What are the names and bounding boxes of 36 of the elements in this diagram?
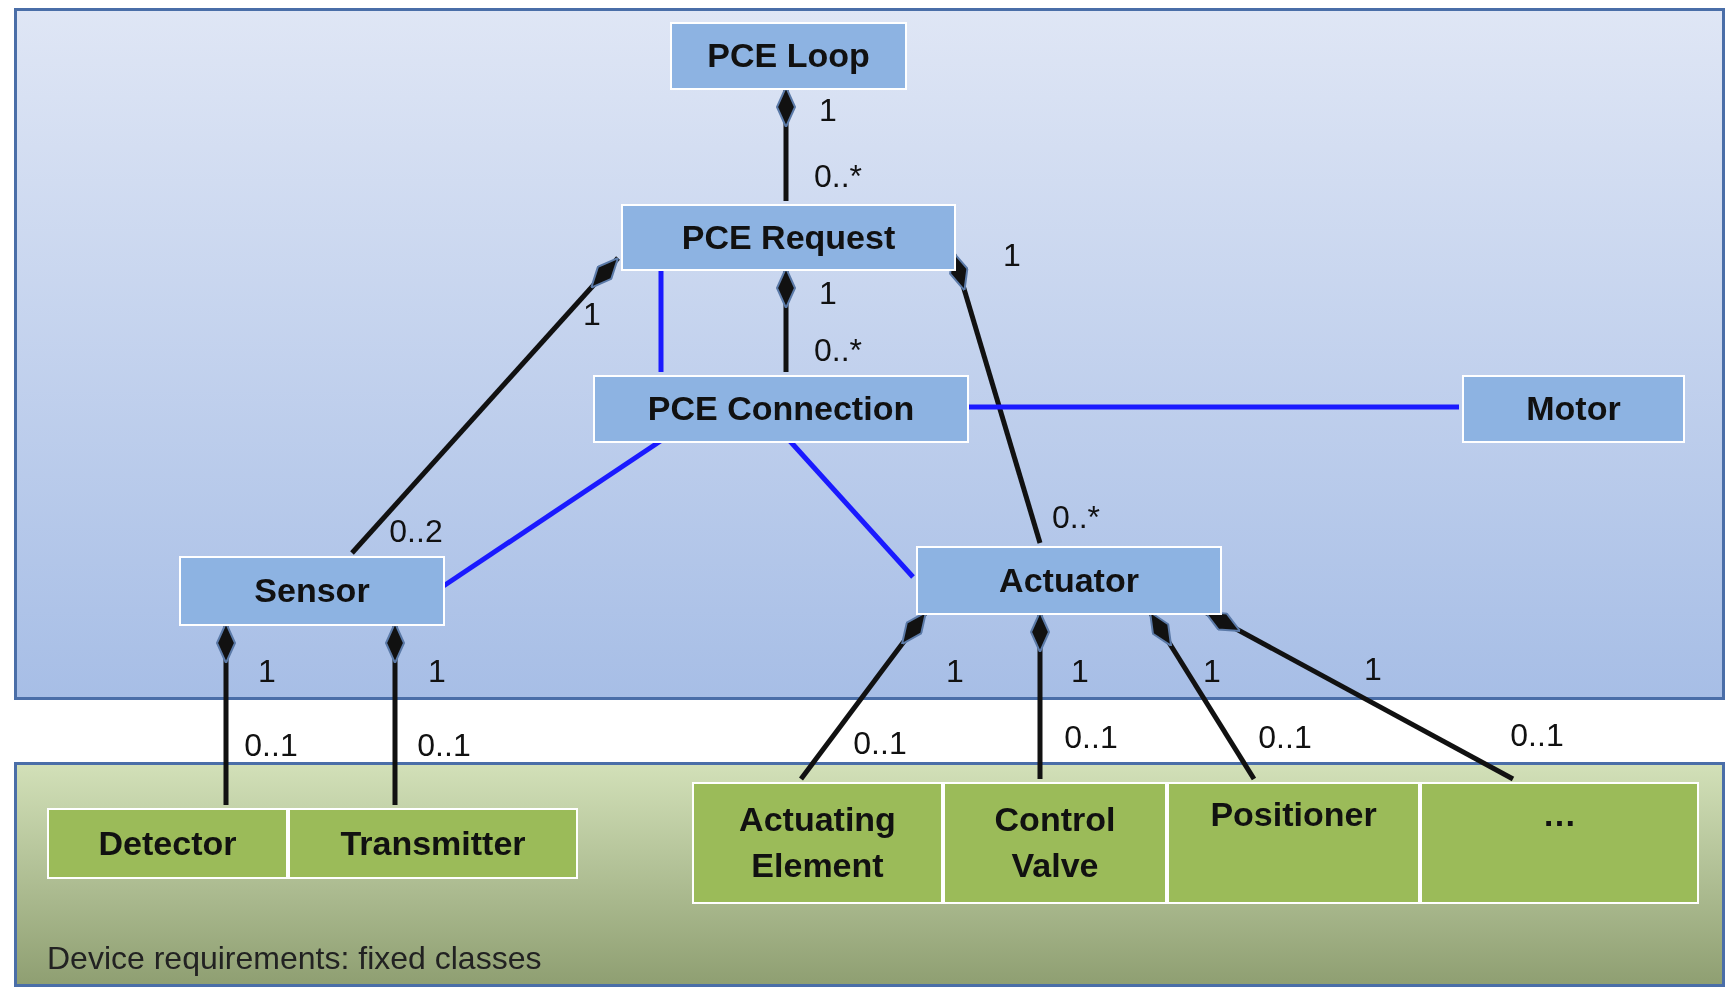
- class-box: Actuator: [916, 546, 1222, 615]
- class-box: Control Valve: [943, 782, 1167, 904]
- multiplicity-label: 1: [946, 652, 964, 690]
- class-box: Actuating Element: [692, 782, 943, 904]
- class-box: PCE Request: [621, 204, 956, 271]
- multiplicity-label: 1: [1071, 652, 1089, 690]
- multiplicity-label: 1: [428, 652, 446, 690]
- multiplicity-label: 0..1: [1510, 716, 1564, 754]
- multiplicity-label: 0..*: [1052, 498, 1100, 536]
- multiplicity-label: 1: [819, 274, 837, 312]
- multiplicity-label: 0..*: [814, 157, 862, 195]
- multiplicity-label: 1: [258, 652, 276, 690]
- class-box: PCE Connection: [593, 375, 969, 443]
- class-box: Transmitter: [288, 808, 578, 879]
- class-box: …: [1420, 782, 1699, 904]
- class-box: Sensor: [179, 556, 445, 626]
- class-box: Motor: [1462, 375, 1685, 443]
- multiplicity-label: 0..1: [853, 724, 907, 762]
- multiplicity-label: 0..*: [814, 331, 862, 369]
- multiplicity-label: 1: [819, 91, 837, 129]
- class-box: PCE Loop: [670, 22, 907, 90]
- multiplicity-label: 1: [1364, 650, 1382, 688]
- multiplicity-label: 0..2: [389, 512, 443, 550]
- multiplicity-label: 0..1: [244, 726, 298, 764]
- class-box: Positioner: [1167, 782, 1420, 904]
- panel-caption: Device requirements: fixed classes: [47, 940, 542, 977]
- multiplicity-label: 1: [1003, 236, 1021, 274]
- multiplicity-label: 0..1: [1258, 718, 1312, 756]
- multiplicity-label: 1: [583, 295, 601, 333]
- device-panel: [14, 762, 1725, 987]
- multiplicity-label: 1: [1203, 652, 1221, 690]
- multiplicity-label: 0..1: [1064, 718, 1118, 756]
- multiplicity-label: 0..1: [417, 726, 471, 764]
- composition-line: [350, 256, 620, 555]
- class-box: Detector: [47, 808, 288, 879]
- model-panel: [14, 8, 1725, 700]
